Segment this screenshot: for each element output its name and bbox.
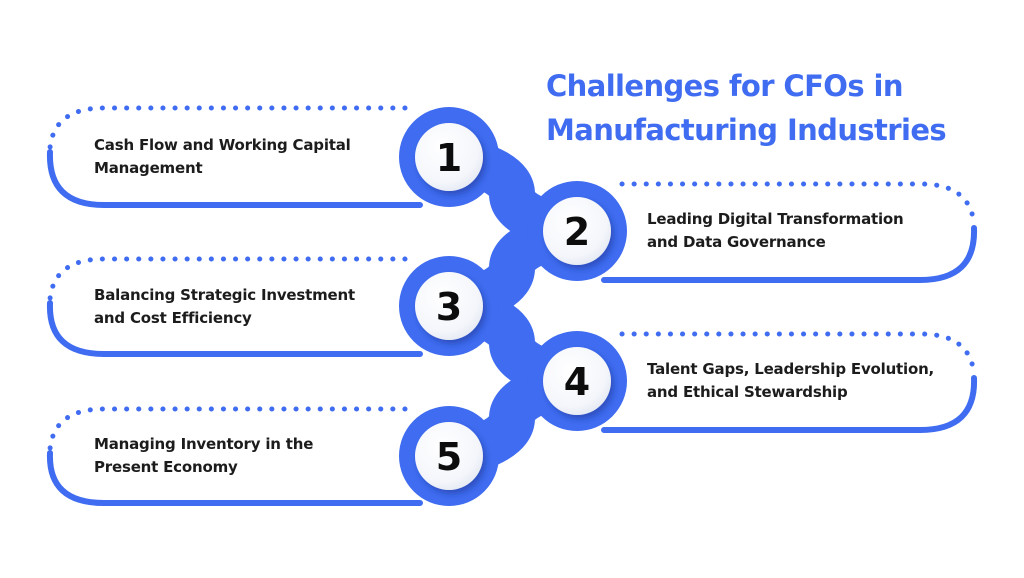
item-1-line-2: Management: [94, 159, 203, 177]
number-label-2: 2: [564, 210, 590, 254]
number-label-1: 1: [436, 136, 462, 180]
number-circle-4: 4: [527, 331, 627, 431]
item-3-line-1: Balancing Strategic Investment: [94, 286, 355, 304]
title-line-1: Challenges for CFOs in: [546, 69, 904, 103]
number-circle-1: 1: [399, 107, 499, 207]
item-3-line-2: and Cost Efficiency: [94, 309, 252, 327]
item-2-bracket: [601, 181, 978, 283]
item-5-text: Managing Inventory in the Present Econom…: [94, 433, 313, 479]
item-1-bracket: [46, 105, 423, 208]
item-1-line-1: Cash Flow and Working Capital: [94, 136, 351, 154]
item-4-bracket: [601, 331, 978, 433]
infographic-title: Challenges for CFOs in Manufacturing Ind…: [546, 64, 1006, 152]
item-2-line-2: and Data Governance: [647, 233, 826, 251]
item-2-text: Leading Digital Transformation and Data …: [647, 208, 904, 254]
item-5-bracket: [46, 406, 423, 506]
item-4-line-2: and Ethical Stewardship: [647, 383, 848, 401]
item-3-text: Balancing Strategic Investment and Cost …: [94, 284, 355, 330]
number-label-5: 5: [436, 435, 462, 479]
number-label-4: 4: [564, 360, 590, 404]
item-5-line-2: Present Economy: [94, 458, 238, 476]
number-label-3: 3: [436, 285, 462, 329]
item-2-line-1: Leading Digital Transformation: [647, 210, 904, 228]
number-circle-2: 2: [527, 181, 627, 281]
item-4-line-1: Talent Gaps, Leadership Evolution,: [647, 360, 935, 378]
number-circle-5: 5: [399, 406, 499, 506]
item-5-line-1: Managing Inventory in the: [94, 435, 314, 453]
item-1-text: Cash Flow and Working Capital Management: [94, 134, 351, 180]
item-3-bracket: [46, 256, 423, 357]
number-circle-3: 3: [399, 256, 499, 356]
item-4-text: Talent Gaps, Leadership Evolution, and E…: [647, 358, 934, 404]
title-line-2: Manufacturing Industries: [546, 113, 947, 147]
